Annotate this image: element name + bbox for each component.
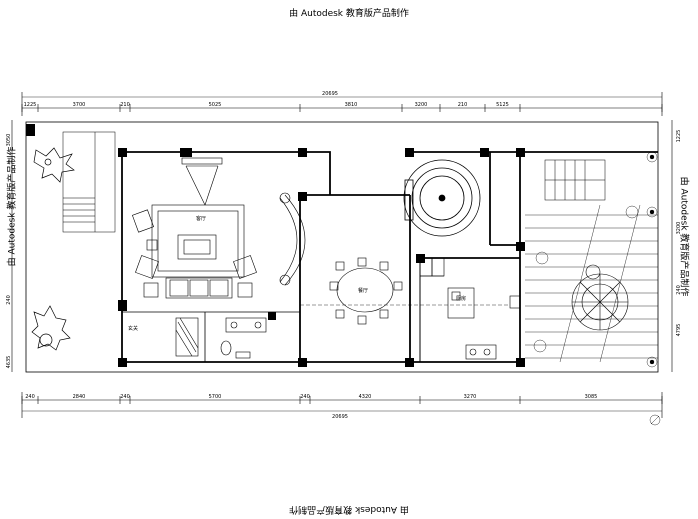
top-segment-dimension: 3810 [345,102,358,108]
left-side-dimension: 4635 [6,356,12,369]
potted-plants [533,151,661,426]
top-total-dimension: 20695 [322,91,338,97]
right-side-dimension: 3200 [676,222,682,235]
round-stair-feature [403,159,481,237]
bottom-segment-dimension: 240 [300,394,310,400]
top-segment-dimension: 210 [120,102,130,108]
room-label-dining: 餐厅 [358,287,368,294]
deck-umbrella-icon [571,264,629,331]
top-segment-dimension: 3200 [415,102,428,108]
top-segment-dimension: 5025 [209,102,222,108]
left-side-dimension: 240 [6,295,12,305]
top-segment-dimension: 210 [458,102,468,108]
stairs-top-left [62,131,116,233]
room-label-living: 客厅 [196,215,206,222]
tree-top-left-icon [33,147,75,183]
bottom-segment-dimension: 240 [120,394,130,400]
dining-table [300,257,510,325]
top-segment-dimension: 1225 [24,102,37,108]
room-label-kitchen: 厨房 [456,295,466,302]
top-segment-dimension: 5125 [496,102,509,108]
bottom-segment-dimension: 3085 [585,394,598,400]
bottom-segment-dimension: 2840 [73,394,86,400]
kitchen-fixtures [419,257,521,360]
watermark-top: 由 Autodesk 教育版产品制作 [289,9,409,19]
shrub-bottom-left-icon [31,305,71,351]
top-segment-dimension: 3700 [73,102,86,108]
bottom-segment-dimension: 4320 [359,394,372,400]
bottom-segment-dimension: 3270 [464,394,477,400]
right-side-dimension: 1225 [676,130,682,143]
bottom-total-dimension: 20695 [332,414,348,420]
stairs-top-right [544,159,606,201]
right-side-dimension: 240 [676,285,682,295]
living-room-furniture [132,157,306,299]
structural-columns [26,124,525,367]
room-label-entry: 玄关 [128,325,138,332]
right-side-dimension: 4795 [676,324,682,337]
bottom-segment-dimension: 5700 [209,394,222,400]
bath-fixtures [175,317,267,359]
bottom-segment-dimension: 240 [25,394,35,400]
deck-boards [525,204,658,363]
left-side-dimension: 3050 [6,134,12,147]
